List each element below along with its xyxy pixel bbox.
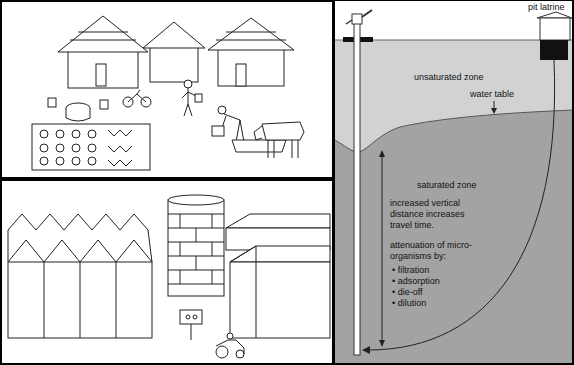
list-item: • filtration (392, 265, 472, 276)
zone-label: unsaturated zone (414, 72, 504, 83)
note-text: increased vertical distance increases tr… (390, 198, 480, 231)
list-item: • adsorption (392, 276, 472, 287)
part-label: pit latrine (528, 2, 572, 13)
list-item: • dilution (392, 298, 472, 309)
part-label: water table (470, 89, 530, 100)
zone-label: saturated zone (417, 180, 507, 191)
list-item: • die-off (392, 287, 472, 298)
note-text: attenuation of micro-organisms by: (390, 240, 486, 262)
